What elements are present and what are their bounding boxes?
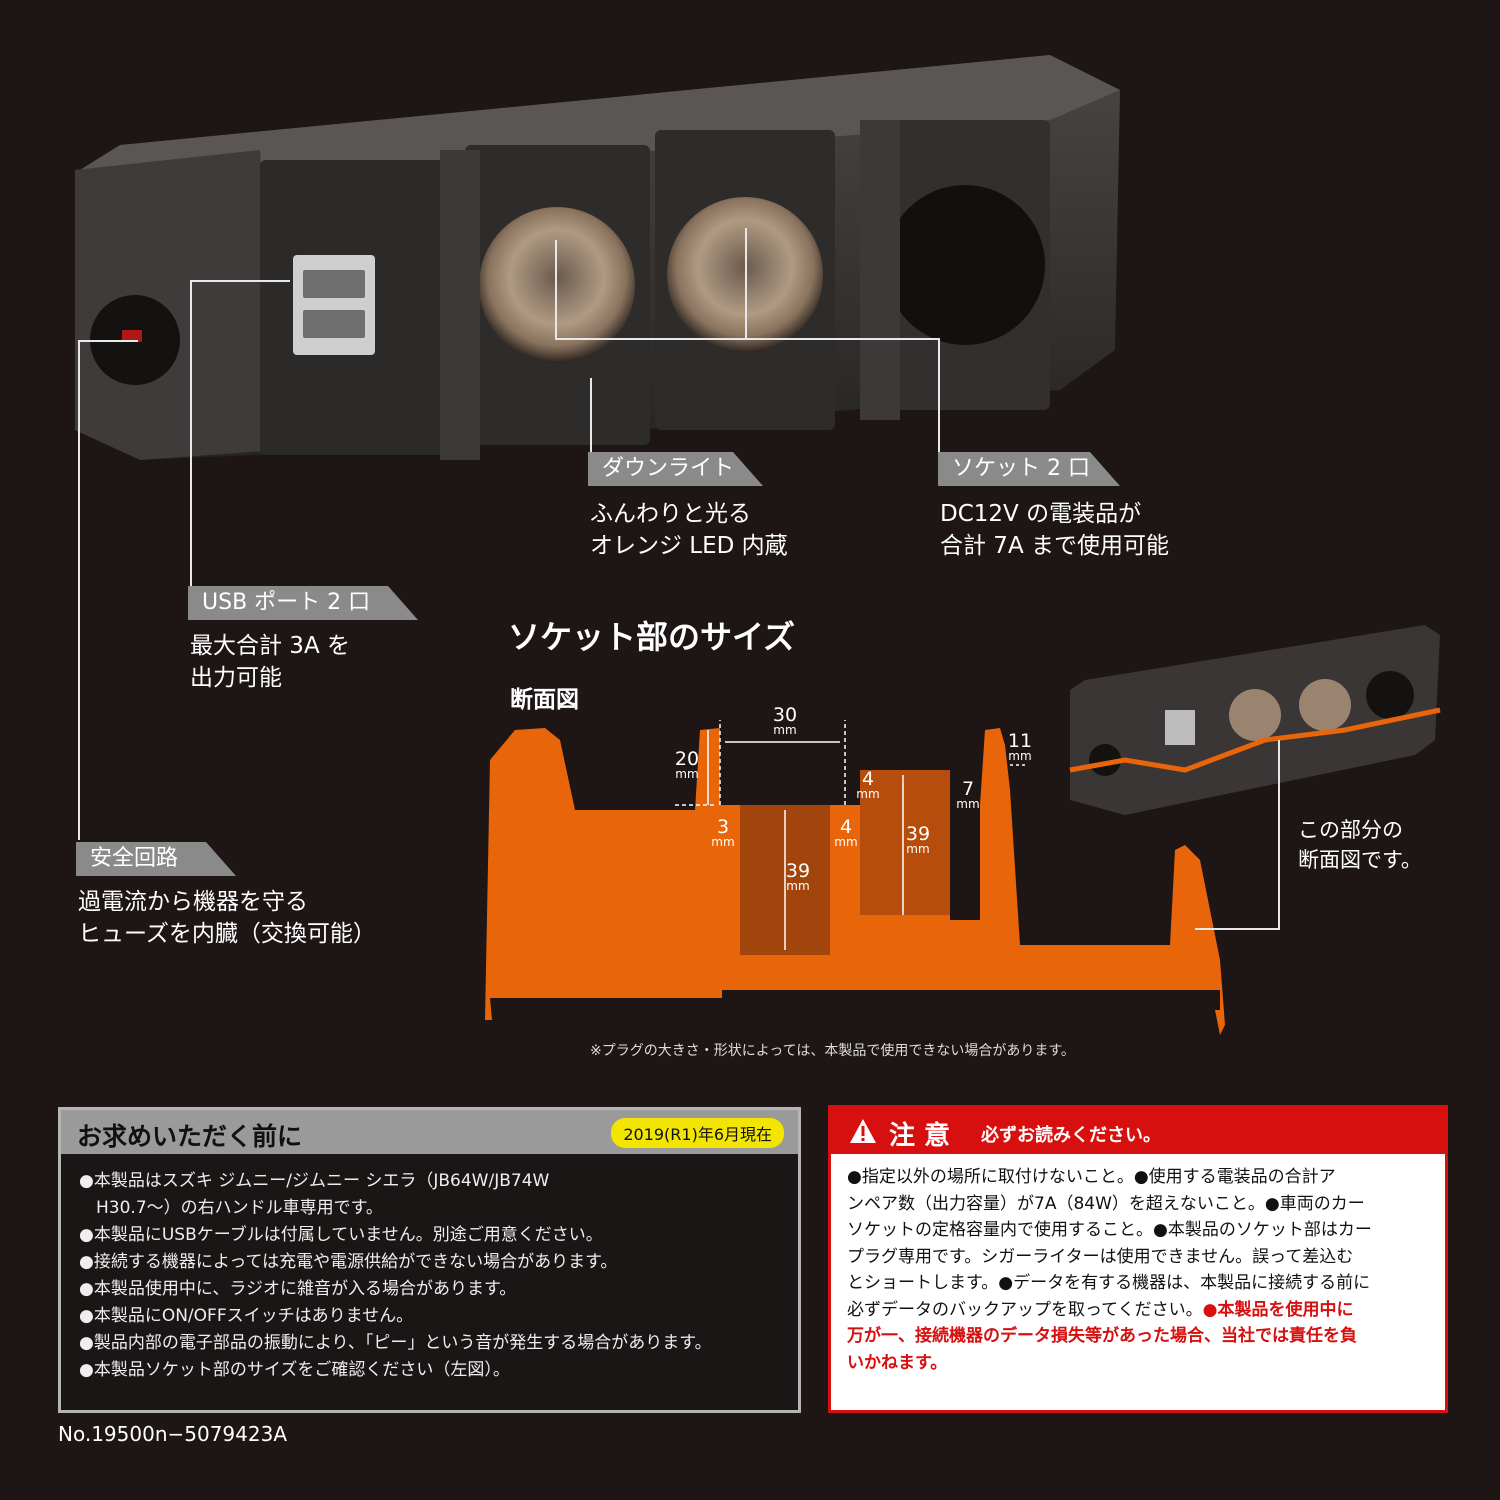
footnote: ※プラグの大きさ・形状によっては、本製品で使用できない場合があります。 [590,1043,1075,1059]
thumb-caption: この部分の 断面図です。 [1298,818,1422,872]
list-item: ●本製品はスズキ ジムニー/ジムニー シエラ（JB64W/JB74W [79,1171,550,1191]
safety-title: 安全回路 [90,846,179,871]
downlight-tag: ダウンライト [588,452,763,486]
list-item: ●製品内部の電子部品の振動により、「ピー」という音が発生する場合があります。 [79,1333,712,1353]
before-purchase-list: ●本製品はスズキ ジムニー/ジムニー シエラ（JB64W/JB74W H30.7… [79,1168,712,1384]
list-item: ●本製品にUSBケーブルは付属していません。別途ご用意ください。 [79,1225,603,1245]
caution-title: 注 意 [889,1121,951,1151]
list-item: H30.7〜）の右ハンドル車専用です。 [79,1198,383,1218]
downlight-leader [590,378,592,458]
cross-section-diagram [485,720,1225,1035]
before-purchase-box: お求めいただく前に 2019(R1)年6月現在 ●本製品はスズキ ジムニー/ジム… [58,1107,801,1413]
socket-leader-v1 [555,240,557,340]
safety-tag: 安全回路 [76,842,236,876]
socket-leader-h [555,338,940,340]
date-badge: 2019(R1)年6月現在 [611,1118,784,1148]
socket-title: ソケット 2 口 [952,456,1090,481]
usb-leader-v [190,280,192,590]
socket-tag: ソケット 2 口 [938,452,1120,486]
section-heading: ソケット部のサイズ [508,618,796,656]
list-item: ●本製品にON/OFFスイッチはありません。 [79,1306,414,1326]
caution-body: ●指定以外の場所に取付けないこと。●使用する電装品の合計ア ンペア数（出力容量）… [847,1167,1372,1373]
thumb-leader-v [1278,740,1280,930]
caution-subtitle: 必ずお読みください。 [981,1125,1161,1146]
safety-desc: 過電流から機器を守る ヒューズを内臓（交換可能） [78,889,376,947]
thumb-leader-h [1195,928,1280,930]
caution-box: 注 意 必ずお読みください。 ●指定以外の場所に取付けないこと。●使用する電装品… [828,1105,1448,1413]
product-thumbnail [1069,625,1441,815]
usb-title: USB ポート 2 口 [202,590,371,615]
section-subheading: 断面図 [510,687,579,713]
list-item: ●接続する機器によっては充電や電源供給ができない場合があります。 [79,1252,618,1272]
product-number: No.19500n−5079423A [58,1422,288,1446]
product-photo [75,55,1120,460]
caution-header: 注 意 必ずお読みください。 [831,1108,1445,1154]
usb-leader-h [190,280,290,282]
socket-desc: DC12V の電装品が 合計 7A まで使用可能 [940,501,1169,559]
safety-leader-v [78,340,80,840]
usb-desc: 最大合計 3A を 出力可能 [190,633,350,691]
downlight-desc: ふんわりと光る オレンジ LED 内蔵 [590,501,788,559]
downlight-title: ダウンライト [602,456,735,481]
usb-tag: USB ポート 2 口 [188,586,418,620]
socket-leader-v3 [938,338,940,458]
before-purchase-title: お求めいただく前に [77,1122,303,1151]
list-item: ●本製品ソケット部のサイズをご確認ください（左図）。 [79,1360,510,1380]
list-item: ●本製品使用中に、ラジオに雑音が入る場合があります。 [79,1279,517,1299]
warning-icon [850,1119,876,1143]
before-purchase-header: お求めいただく前に 2019(R1)年6月現在 [61,1110,798,1154]
socket-leader-v2 [745,228,747,340]
safety-leader-h [78,340,138,342]
